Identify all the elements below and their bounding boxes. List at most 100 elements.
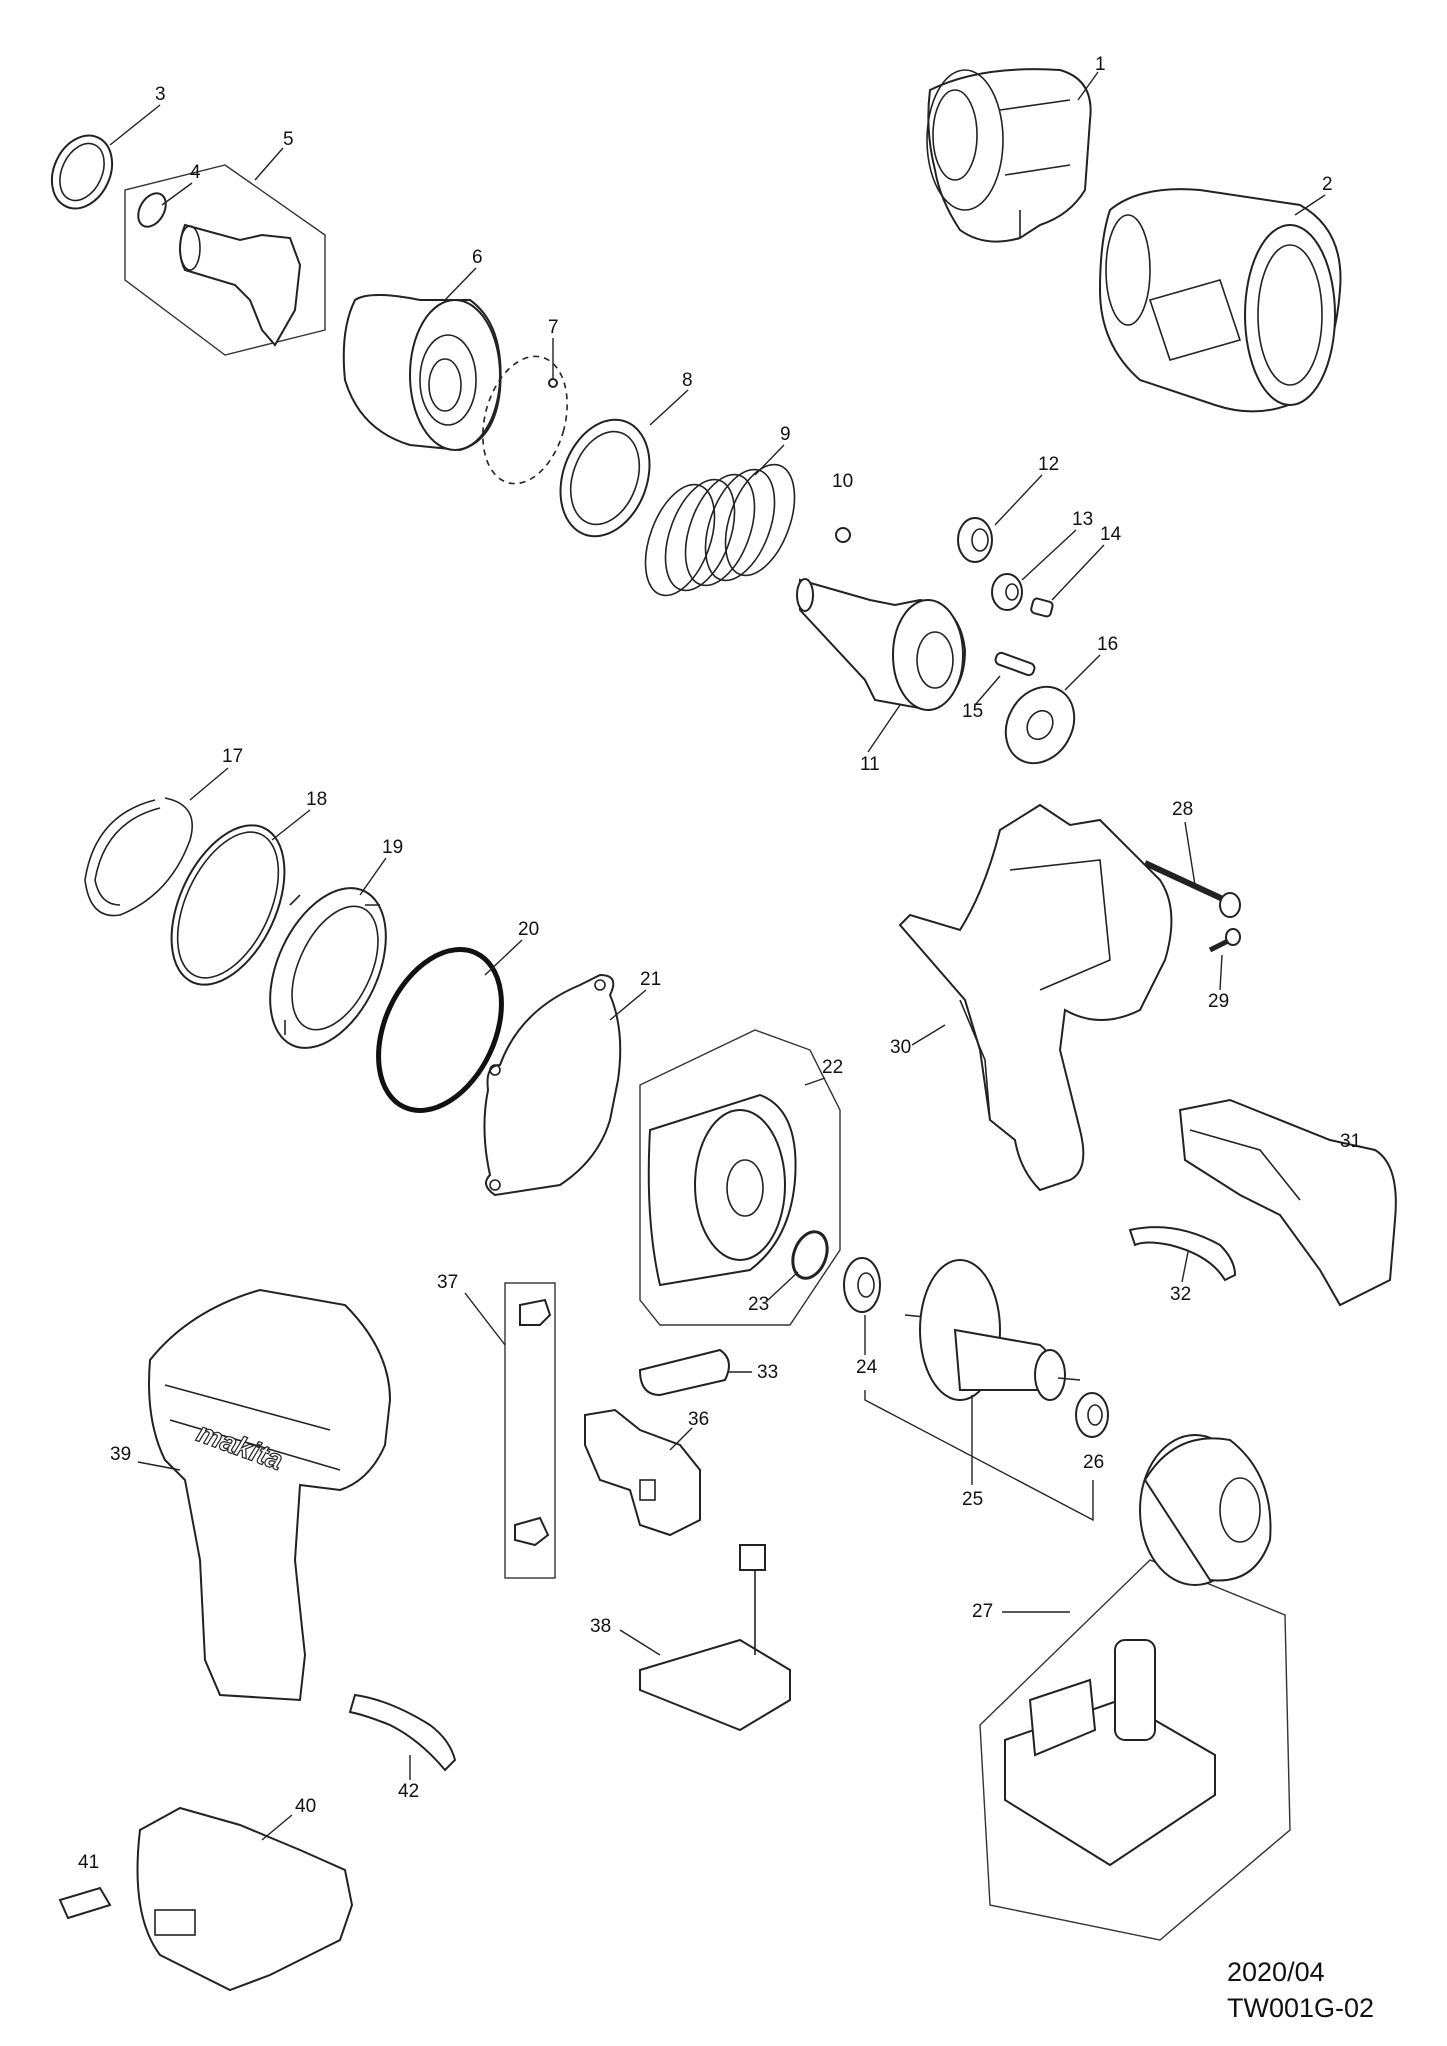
part-14-needle-bearing xyxy=(1030,597,1054,618)
callout-19: 19 xyxy=(382,837,403,858)
callout-22: 21 xyxy=(640,969,661,990)
leader-41 xyxy=(261,1814,293,1841)
document-date: 2020/04 xyxy=(1227,1957,1325,1987)
part-6-hammer xyxy=(342,294,502,452)
part-38-top xyxy=(519,1298,552,1326)
leader-39 xyxy=(619,1629,661,1656)
callout-24: 23 xyxy=(748,1294,769,1315)
callout-20: 20 xyxy=(518,919,539,940)
callout-39: 38 xyxy=(590,1616,611,1637)
part-25-ball-bearing xyxy=(843,1257,881,1313)
leader-11 xyxy=(867,704,901,753)
leader-29 xyxy=(1184,821,1196,886)
leader-40 xyxy=(137,1461,181,1471)
part-24-o-ring xyxy=(791,1230,829,1280)
callout-14: 14 xyxy=(1100,524,1122,545)
leader-37 xyxy=(669,1427,693,1451)
leader-12 xyxy=(994,474,1043,526)
group-box-5 xyxy=(124,164,326,356)
leader-13 xyxy=(1021,529,1077,581)
part-22-gasket xyxy=(483,973,622,1197)
leader-22 xyxy=(609,989,647,1021)
callout-41: 40 xyxy=(295,1796,316,1817)
leader-9 xyxy=(754,444,785,476)
part-37-switch xyxy=(584,1408,701,1537)
leader-15 xyxy=(974,675,1001,706)
leader-31 xyxy=(911,1024,946,1046)
leader-5 xyxy=(254,147,284,181)
callout-1: 1 xyxy=(1095,54,1106,75)
part-16-flat-washer xyxy=(1004,685,1076,765)
callout-37: 36 xyxy=(688,1409,709,1430)
leader-14 xyxy=(1051,544,1105,601)
leader-6 xyxy=(444,267,477,301)
callout-28: 27 xyxy=(972,1601,993,1622)
callout-43: 42 xyxy=(398,1781,419,1802)
leader-16 xyxy=(1064,654,1101,691)
leader-18 xyxy=(271,809,311,841)
callout-29: 28 xyxy=(1172,799,1193,820)
part-10-steel-ball xyxy=(835,527,851,543)
part-1-front-housing xyxy=(926,68,1092,243)
leader-2 xyxy=(1294,194,1326,216)
callout-36: 33 xyxy=(757,1362,778,1383)
part-42-name-plate xyxy=(58,1886,112,1920)
group-box-23 xyxy=(639,1029,841,1326)
part-28-controller xyxy=(1004,1639,1216,1867)
part-31-housing xyxy=(898,803,1173,1192)
part-7-ball xyxy=(548,378,558,388)
leader-38 xyxy=(464,1292,506,1346)
callout-5: 5 xyxy=(283,129,294,150)
part-19-internal-gear xyxy=(269,887,387,1049)
part-4-retaining-ring xyxy=(137,192,167,228)
part-11-spindle xyxy=(796,578,967,712)
part-28-stator xyxy=(1139,1434,1272,1586)
part-3-ring xyxy=(50,134,114,210)
part-17-ring-inner xyxy=(94,807,161,906)
callout-17: 17 xyxy=(222,746,243,767)
callout-25: 24 xyxy=(856,1357,878,1378)
callout-40: 39 xyxy=(110,1444,131,1465)
callout-9: 9 xyxy=(780,424,791,445)
callout-7: 7 xyxy=(548,317,559,338)
part-13-planet-gear xyxy=(991,573,1023,611)
callout-42: 41 xyxy=(78,1852,99,1873)
callout-26: 25 xyxy=(962,1489,983,1510)
leader-19 xyxy=(359,857,387,896)
callout-15: 15 xyxy=(962,701,983,722)
part-27-ball-bearing xyxy=(1075,1392,1109,1438)
part-5-anvil xyxy=(179,223,302,347)
part-9-spring xyxy=(644,463,796,597)
callout-27: 26 xyxy=(1083,1452,1104,1473)
group-box-28 xyxy=(979,1559,1291,1941)
leader-8 xyxy=(649,389,689,426)
part-26-rotor xyxy=(904,1259,1081,1401)
part-23-gear-plate xyxy=(647,1093,797,1287)
group-box-38 xyxy=(504,1282,556,1579)
callout-13: 13 xyxy=(1072,509,1093,530)
callout-18: 18 xyxy=(306,789,327,810)
part-12-planet-gear xyxy=(957,517,993,563)
callout-30: 29 xyxy=(1208,991,1229,1012)
leader-25-27-bracket xyxy=(864,1390,1094,1522)
leader-17 xyxy=(189,767,229,801)
document-model-code: TW001G-02 xyxy=(1227,1993,1375,2023)
leader-4 xyxy=(161,182,193,206)
leader-20 xyxy=(484,939,523,976)
callout-4: 4 xyxy=(190,162,201,183)
leader-23 xyxy=(804,1077,826,1086)
callout-12: 12 xyxy=(1038,454,1059,475)
callout-2: 2 xyxy=(1322,174,1333,195)
callout-16: 16 xyxy=(1097,634,1118,655)
part-15-pin xyxy=(994,651,1036,677)
part-29-screw xyxy=(1143,860,1241,918)
part-30-tapping-screw xyxy=(1208,928,1241,953)
callout-8: 8 xyxy=(682,370,693,391)
callout-6: 6 xyxy=(472,247,483,268)
part-32-cover xyxy=(1178,1098,1397,1307)
leader-24 xyxy=(767,1271,799,1301)
part-36-switch-link xyxy=(638,1348,730,1397)
part-38-bottom xyxy=(514,1516,550,1547)
callout-11: 11 xyxy=(860,754,880,775)
